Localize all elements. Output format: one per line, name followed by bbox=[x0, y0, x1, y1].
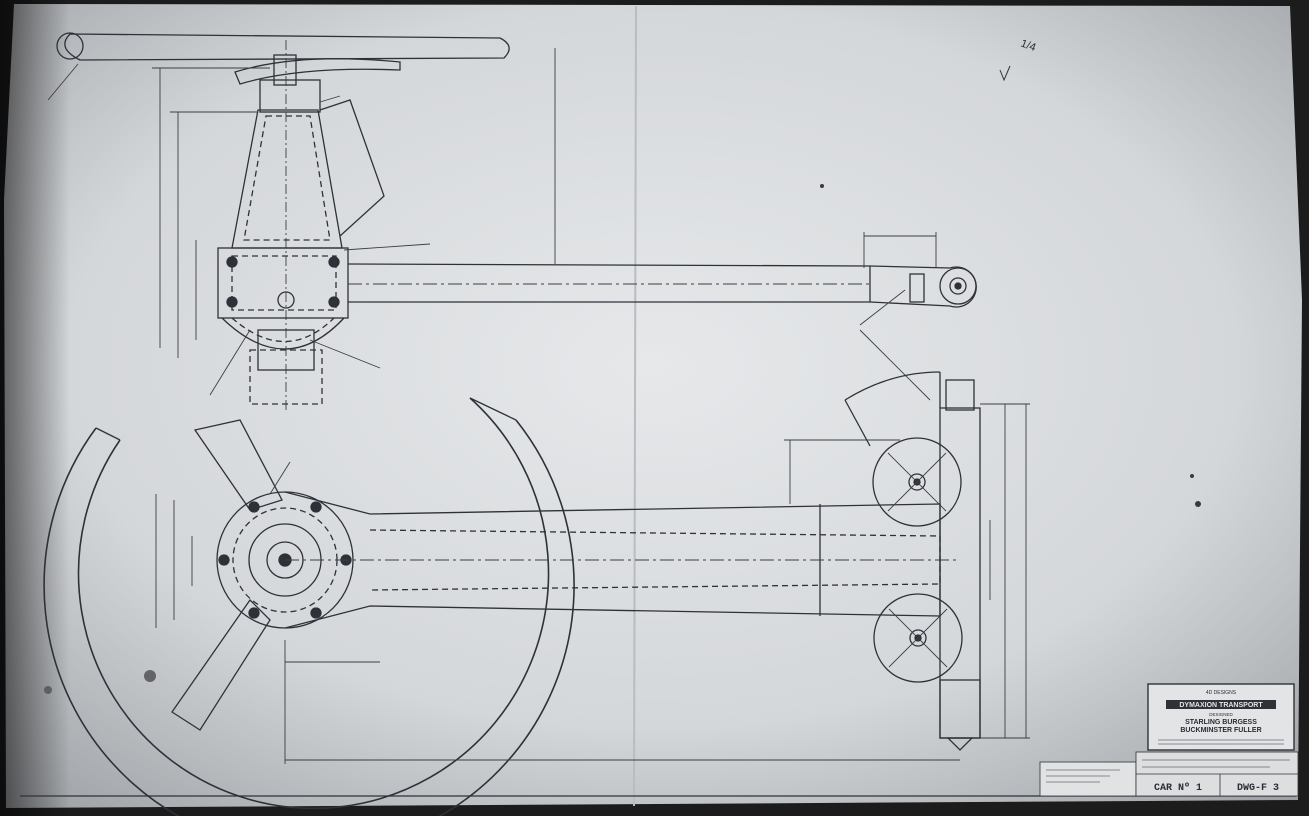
car-number-label: CAR Nº 1 bbox=[1154, 783, 1202, 794]
side-elevation-view bbox=[47, 32, 977, 410]
title-designer-1: STARLING BURGESS bbox=[1185, 719, 1257, 726]
title-block: 4D DESIGNS DYMAXION TRANSPORT DESIGNED S… bbox=[1147, 683, 1295, 751]
title-project-name: DYMAXION TRANSPORT bbox=[1179, 702, 1263, 709]
steering-handle bbox=[64, 33, 510, 61]
plan-view bbox=[43, 329, 1030, 816]
front-wheel-lower bbox=[873, 593, 963, 683]
paper-background bbox=[4, 4, 1302, 808]
title-design-label: DESIGNED bbox=[1209, 712, 1233, 717]
handwritten-mark bbox=[999, 65, 1011, 82]
arm-end-eye bbox=[939, 267, 977, 305]
gear-box bbox=[217, 247, 349, 319]
steering-wheel-rim bbox=[77, 397, 550, 810]
wheel-spoke bbox=[193, 419, 283, 511]
steering-arm bbox=[347, 263, 871, 303]
revision-block: CAR Nº 1 DWG-F 3 bbox=[1039, 751, 1299, 797]
stain-mark bbox=[144, 670, 156, 682]
front-wheel-upper bbox=[872, 437, 962, 527]
title-maker-line: 4D DESIGNS bbox=[1206, 690, 1237, 696]
left-edge-shadow bbox=[0, 0, 70, 816]
title-designer-2: BUCKMINSTER FULLER bbox=[1180, 727, 1261, 734]
sheet-number-label: DWG-F 3 bbox=[1237, 783, 1279, 794]
fold-line bbox=[633, 5, 637, 807]
handwritten-note: 1/4 bbox=[1019, 38, 1037, 55]
